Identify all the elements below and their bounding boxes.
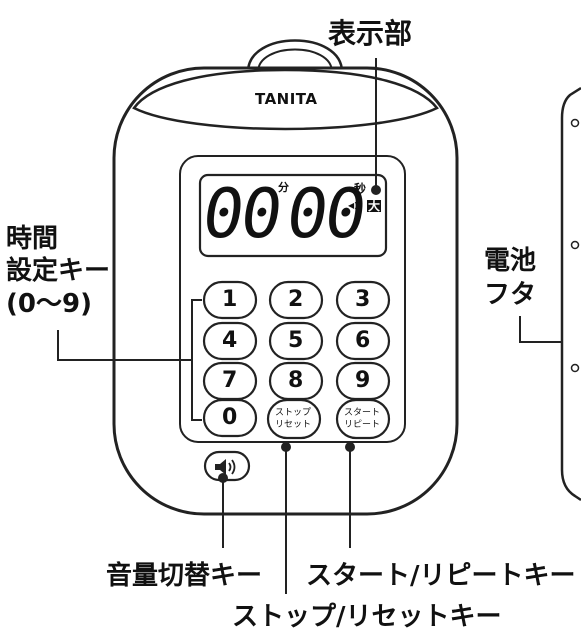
lcd-screen bbox=[198, 173, 388, 258]
number-key-label-9: 9 bbox=[355, 368, 371, 393]
callout-volume-key: 音量切替キー bbox=[106, 561, 263, 591]
number-key-3[interactable] bbox=[335, 280, 391, 320]
number-keys bbox=[202, 280, 391, 438]
lcd-volume-indicator: ◀)) bbox=[348, 201, 362, 210]
number-key-label-6: 6 bbox=[355, 328, 371, 353]
speaker-icon bbox=[215, 459, 236, 475]
lcd-minute-mark: 分 bbox=[278, 181, 289, 194]
hanging-ring-inner bbox=[257, 48, 333, 73]
lcd-volume-mark: 大 bbox=[367, 199, 382, 213]
back-unit-screw-2 bbox=[570, 240, 580, 250]
number-key-label-3: 3 bbox=[355, 287, 371, 312]
lcd-digits-minutes: 00 bbox=[197, 175, 285, 254]
callout-battery-line2: フタ bbox=[484, 280, 537, 310]
number-key-label-4: 4 bbox=[222, 328, 238, 353]
number-key-2[interactable] bbox=[268, 280, 324, 320]
callout-stop-reset-key: ストップ/リセットキー bbox=[232, 602, 502, 632]
stop-reset-label-1: ストップ bbox=[275, 408, 312, 418]
number-key-label-0: 0 bbox=[222, 405, 238, 430]
number-key-5[interactable] bbox=[268, 321, 324, 361]
volume-dot bbox=[218, 473, 228, 483]
stop-reset-dot bbox=[281, 442, 291, 452]
brand-logo: TANITA bbox=[255, 90, 318, 108]
stop-reset-label-2: リセット bbox=[275, 420, 312, 430]
callout-battery-line1: 電池 bbox=[484, 246, 537, 276]
stop-reset-button[interactable] bbox=[266, 398, 322, 440]
back-unit-outline bbox=[560, 86, 581, 502]
number-key-label-7: 7 bbox=[222, 368, 238, 393]
number-key-0[interactable] bbox=[202, 398, 258, 438]
number-key-label-5: 5 bbox=[288, 328, 304, 353]
start-repeat-label-1: スタート bbox=[344, 408, 381, 418]
start-repeat-dot bbox=[345, 442, 355, 452]
leader-lines bbox=[57, 58, 562, 594]
callout-start-repeat-key: スタート/リピートキー bbox=[306, 561, 576, 591]
number-key-4[interactable] bbox=[202, 321, 258, 361]
start-repeat-label-2: リピート bbox=[344, 420, 381, 430]
inner-panel bbox=[179, 155, 406, 443]
back-unit-screw-1 bbox=[570, 118, 580, 128]
number-key-6[interactable] bbox=[335, 321, 391, 361]
display-dot bbox=[371, 185, 381, 195]
callout-time-keys-line1: 時間 bbox=[6, 224, 59, 254]
number-key-label-1: 1 bbox=[222, 287, 238, 312]
top-band bbox=[132, 68, 439, 131]
callout-time-keys-line2: 設定キー bbox=[6, 256, 111, 286]
number-key-label-2: 2 bbox=[288, 287, 304, 312]
start-repeat-button[interactable] bbox=[335, 398, 391, 440]
leader-dots bbox=[218, 185, 381, 483]
callout-display: 表示部 bbox=[328, 17, 413, 50]
number-key-1[interactable] bbox=[202, 280, 258, 320]
number-key-label-8: 8 bbox=[288, 368, 304, 393]
callout-time-keys-line3: (0〜9) bbox=[6, 289, 92, 319]
back-unit-screw-3 bbox=[570, 363, 580, 373]
lcd-second-mark: 秒 bbox=[354, 182, 367, 196]
hanging-ring bbox=[246, 39, 344, 73]
